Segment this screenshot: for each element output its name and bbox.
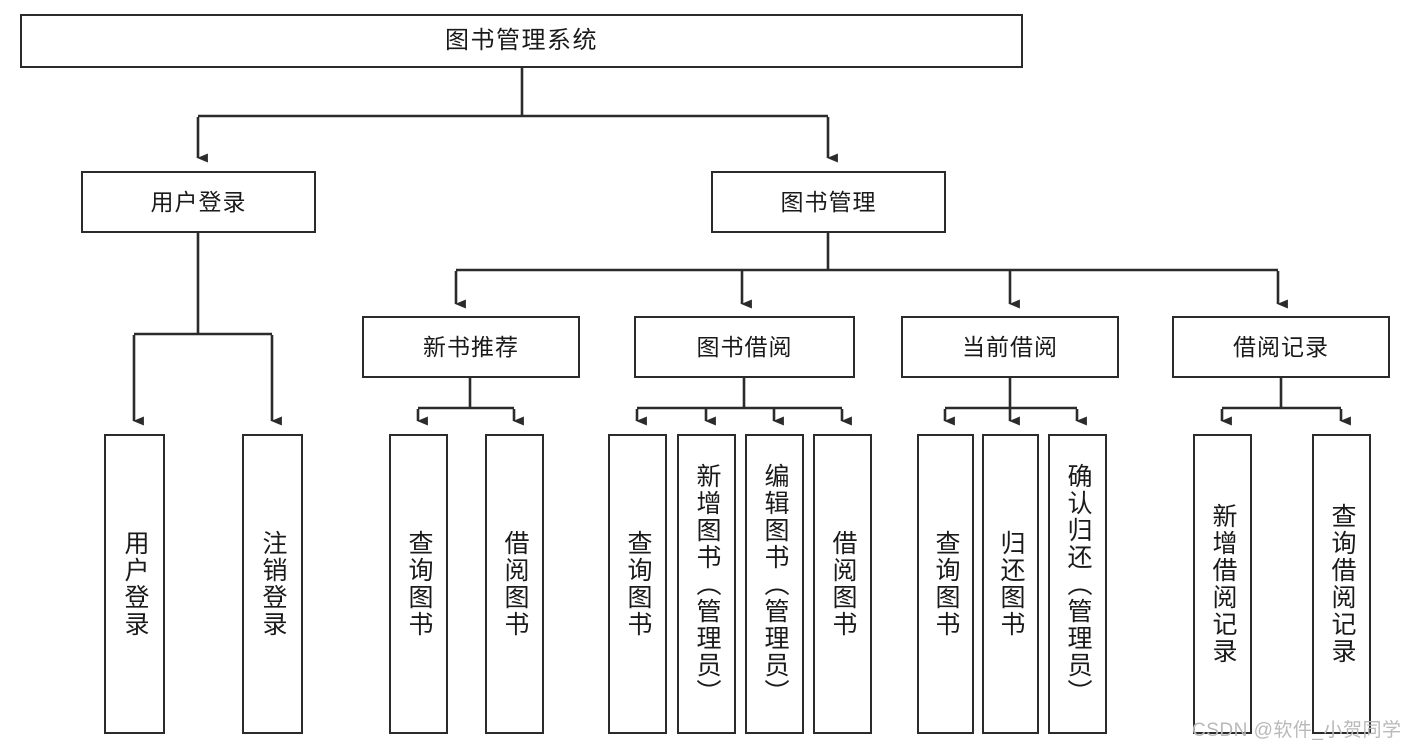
node-root[interactable]: 图书管理系统 xyxy=(20,14,1023,68)
leaf-query-record-label: 查询借阅记录 xyxy=(1328,503,1356,665)
node-new-book-recommend[interactable]: 新书推荐 xyxy=(362,316,580,378)
leaf-query-book-3-label: 查询图书 xyxy=(932,530,960,638)
leaf-return-book[interactable]: 归还图书 xyxy=(982,434,1039,734)
leaf-query-book-3[interactable]: 查询图书 xyxy=(917,434,974,734)
leaf-query-book-1-label: 查询图书 xyxy=(405,530,433,638)
leaf-return-book-label: 归还图书 xyxy=(997,530,1025,638)
leaf-confirm-return[interactable]: 确认归还（管理员） xyxy=(1048,434,1107,734)
node-borrow-record-label: 借阅记录 xyxy=(1233,333,1329,360)
leaf-confirm-return-label: 确认归还（管理员） xyxy=(1064,462,1092,706)
leaf-user-login-label: 用户登录 xyxy=(121,530,149,638)
node-borrow-record[interactable]: 借阅记录 xyxy=(1172,316,1390,378)
leaf-query-record[interactable]: 查询借阅记录 xyxy=(1312,434,1371,734)
node-current-borrow[interactable]: 当前借阅 xyxy=(901,316,1119,378)
node-root-label: 图书管理系统 xyxy=(445,27,598,55)
leaf-query-book-2-label: 查询图书 xyxy=(624,530,652,638)
leaf-edit-book[interactable]: 编辑图书（管理员） xyxy=(745,434,804,734)
leaf-add-book-label: 新增图书（管理员） xyxy=(693,462,721,706)
leaf-query-book-1[interactable]: 查询图书 xyxy=(389,434,448,734)
leaf-add-record[interactable]: 新增借阅记录 xyxy=(1193,434,1252,734)
leaf-edit-book-label: 编辑图书（管理员） xyxy=(761,462,789,706)
leaf-borrow-book-1-label: 借阅图书 xyxy=(501,530,529,638)
leaf-logout-login-label: 注销登录 xyxy=(259,530,287,638)
leaf-add-book[interactable]: 新增图书（管理员） xyxy=(677,434,736,734)
leaf-borrow-book-1[interactable]: 借阅图书 xyxy=(485,434,544,734)
leaf-borrow-book-2-label: 借阅图书 xyxy=(829,530,857,638)
node-book-management[interactable]: 图书管理 xyxy=(711,171,946,233)
watermark: CSDN @软件_小贺同学 xyxy=(1192,720,1402,741)
node-book-borrow[interactable]: 图书借阅 xyxy=(634,316,855,378)
node-book-borrow-label: 图书借阅 xyxy=(696,333,793,360)
node-user-login[interactable]: 用户登录 xyxy=(81,171,316,233)
node-book-management-label: 图书管理 xyxy=(780,188,877,215)
leaf-add-record-label: 新增借阅记录 xyxy=(1209,503,1237,665)
node-new-book-recommend-label: 新书推荐 xyxy=(423,333,519,360)
leaf-query-book-2[interactable]: 查询图书 xyxy=(608,434,667,734)
leaf-user-login[interactable]: 用户登录 xyxy=(104,434,165,734)
node-current-borrow-label: 当前借阅 xyxy=(962,333,1058,360)
node-user-login-label: 用户登录 xyxy=(150,188,247,215)
leaf-borrow-book-2[interactable]: 借阅图书 xyxy=(813,434,872,734)
leaf-logout-login[interactable]: 注销登录 xyxy=(242,434,303,734)
